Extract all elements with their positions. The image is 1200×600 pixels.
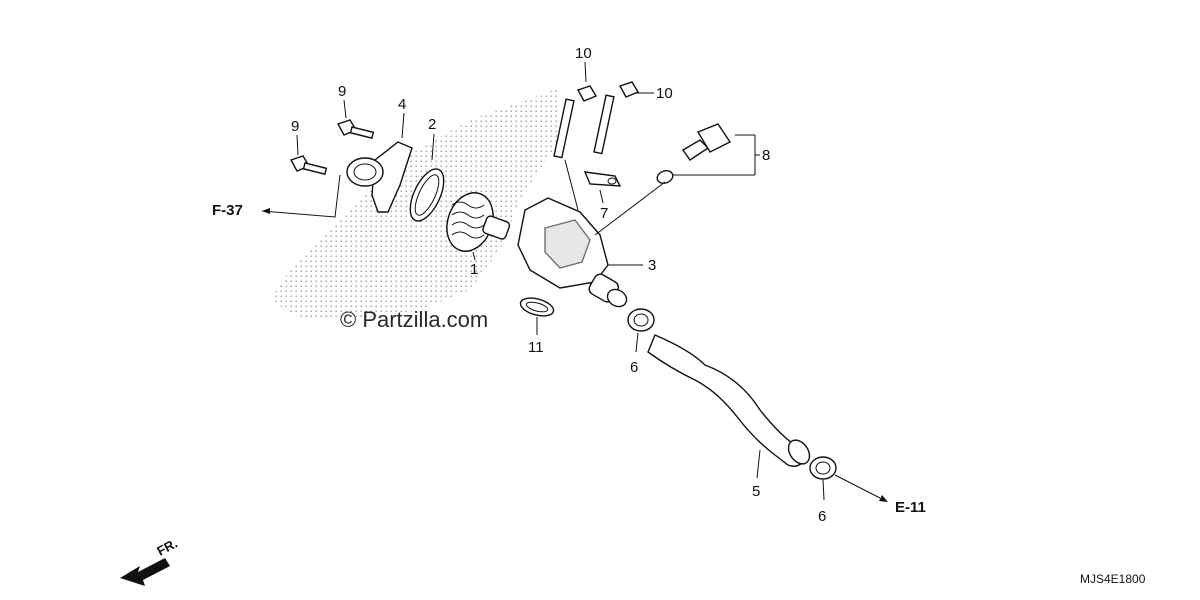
front-direction-label: FR. [154, 536, 180, 559]
leader-2 [431, 133, 435, 161]
leader-6-lower [822, 479, 825, 501]
leader-5 [756, 449, 761, 479]
callout-9-upper: 9 [338, 83, 346, 100]
part-4-thermostat-cover[interactable]: 4 [346, 96, 413, 213]
part-8-temperature-sensor[interactable]: 8 [594, 123, 770, 236]
callout-1: 1 [470, 261, 478, 278]
part-10-bolt-left[interactable]: 10 [553, 45, 598, 211]
reference-e11[interactable]: E-11 [834, 474, 926, 516]
front-direction-indicator: FR. [120, 536, 180, 586]
part-6-hose-clamp-lower[interactable]: 6 [809, 456, 837, 525]
part-5-water-hose[interactable]: 5 [647, 334, 814, 500]
callout-7: 7 [600, 205, 608, 222]
diagram-code: MJS4E1800 [1080, 572, 1146, 586]
callout-5: 5 [752, 483, 760, 500]
reference-f37[interactable]: F-37 [212, 174, 341, 219]
callout-4: 4 [398, 96, 406, 113]
callout-6-lower: 6 [818, 508, 826, 525]
leader-10-left-to-housing [564, 159, 579, 211]
part-9-bolt-upper[interactable]: 9 [336, 83, 375, 139]
part-11-o-ring[interactable]: 11 [519, 295, 556, 356]
part-10-bolt-right[interactable]: 10 [593, 81, 673, 155]
part-9-bolt-lower[interactable]: 9 [289, 118, 328, 175]
part-3-thermostat-housing[interactable]: 3 [517, 197, 656, 310]
callout-10-right: 10 [656, 85, 673, 102]
part-1-thermostat[interactable]: 1 [439, 186, 511, 278]
leader-9-upper [343, 99, 347, 119]
leader-1 [472, 251, 476, 261]
callout-2: 2 [428, 116, 436, 133]
watermark: © Partzilla.com [340, 307, 488, 332]
part-2-o-ring[interactable]: 2 [403, 116, 450, 226]
callout-3: 3 [648, 257, 656, 274]
callout-10-left: 10 [575, 45, 592, 62]
callout-6-upper: 6 [630, 359, 638, 376]
part-6-hose-clamp-upper[interactable]: 6 [627, 308, 655, 376]
leader-f37 [261, 174, 341, 218]
reference-e11-label: E-11 [895, 499, 926, 516]
leader-9-lower [296, 134, 299, 156]
part-7-bracket[interactable]: 7 [583, 171, 622, 222]
leader-10-left [584, 61, 587, 83]
leader-4 [401, 112, 405, 139]
leader-e11 [834, 474, 881, 499]
front-arrow-icon [120, 558, 170, 586]
callout-9-lower: 9 [291, 118, 299, 135]
callout-8: 8 [762, 147, 770, 164]
reference-f37-label: F-37 [212, 202, 243, 219]
leader-8-to-housing [594, 181, 666, 236]
callout-11: 11 [528, 339, 544, 356]
leader-7 [599, 189, 604, 204]
leader-6-upper [635, 332, 639, 353]
